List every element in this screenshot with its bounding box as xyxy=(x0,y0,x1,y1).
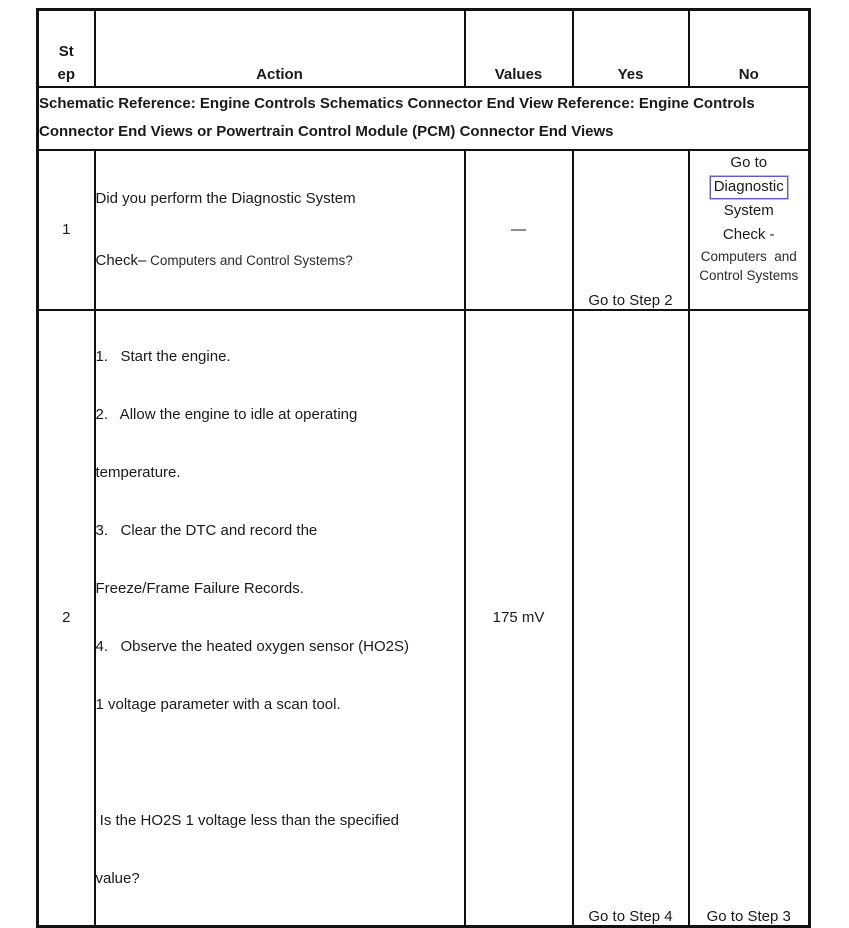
header-step-line2: ep xyxy=(57,65,75,83)
schematic-reference-cell: Schematic Reference: Engine Controls Sch… xyxy=(36,85,811,151)
step-1-action-line2: Check– Computers and Control Systems? xyxy=(95,247,463,275)
header-cell-values: Values xyxy=(463,8,574,88)
step-1-values-cell: — xyxy=(463,148,574,311)
step-1-no-line2: Diagnostic xyxy=(691,175,808,199)
table-header-row: St ep Action Values Yes No xyxy=(36,8,811,88)
schematic-reference-line1: Schematic Reference: Engine Controls Sch… xyxy=(39,95,755,112)
step-1-no-line4: Check - xyxy=(722,225,775,243)
action-line: Is the HO2S 1 voltage less than the spec… xyxy=(95,811,400,829)
step-1-action-line1: Did you perform the Diagnostic System xyxy=(95,189,356,207)
step-1-no-reference-line2: Control Systems xyxy=(699,267,799,283)
step-1-no-line3: System xyxy=(723,201,774,219)
step-1-number: 1 xyxy=(36,148,96,311)
step-2-action-cell: 1. Start the engine. 2. Allow the engine… xyxy=(93,308,466,927)
step-2-values-cell: 175 mV xyxy=(463,308,574,927)
step-1-yes-cell: Go to Step 2 xyxy=(571,148,690,311)
header-cell-yes: Yes xyxy=(571,8,690,88)
action-line-spacer xyxy=(97,751,463,775)
diagnostic-link[interactable]: Diagnostic xyxy=(709,175,788,199)
action-line: 1. Start the engine. xyxy=(95,347,231,365)
step-1-no-reference-line1: Computers and xyxy=(700,248,797,264)
action-line: 4. Observe the heated oxygen sensor (HO2… xyxy=(95,637,410,655)
table-row-step-1: 1 Did you perform the Diagnostic System … xyxy=(36,148,811,311)
step-1-action-cell: Did you perform the Diagnostic System Ch… xyxy=(93,148,466,311)
schematic-reference-line2: Connector End Views or Powertrain Contro… xyxy=(39,123,614,140)
header-cell-step: St ep xyxy=(36,8,96,88)
step-1-no-cell: Go to Diagnostic System Check - Computer… xyxy=(687,148,811,311)
header-step-line1: St xyxy=(58,42,74,60)
table-row-step-2: 2 1. Start the engine. 2. Allow the engi… xyxy=(36,308,811,927)
step-2-no-cell: Go to Step 3 xyxy=(687,308,811,927)
step-1-action-line2-main: Check– xyxy=(95,251,147,269)
step-1-no-line1: Go to xyxy=(730,153,768,171)
step-1-action-line2-reference: Computers and Control Systems? xyxy=(146,252,353,268)
header-cell-no: No xyxy=(687,8,811,88)
step-2-yes-cell: Go to Step 4 xyxy=(571,308,690,927)
action-line: value? xyxy=(95,869,140,887)
header-cell-action: Action xyxy=(93,8,466,88)
step-2-number: 2 xyxy=(36,308,96,927)
action-line: 1 voltage parameter with a scan tool. xyxy=(95,695,341,713)
action-line: temperature. xyxy=(95,463,181,481)
schematic-reference-row: Schematic Reference: Engine Controls Sch… xyxy=(36,85,811,151)
action-line: 3. Clear the DTC and record the xyxy=(95,521,318,539)
action-line: Freeze/Frame Failure Records. xyxy=(95,579,304,597)
action-line: 2. Allow the engine to idle at operating xyxy=(95,405,358,423)
diagnostic-table: St ep Action Values Yes No Schematic Ref… xyxy=(36,8,811,928)
